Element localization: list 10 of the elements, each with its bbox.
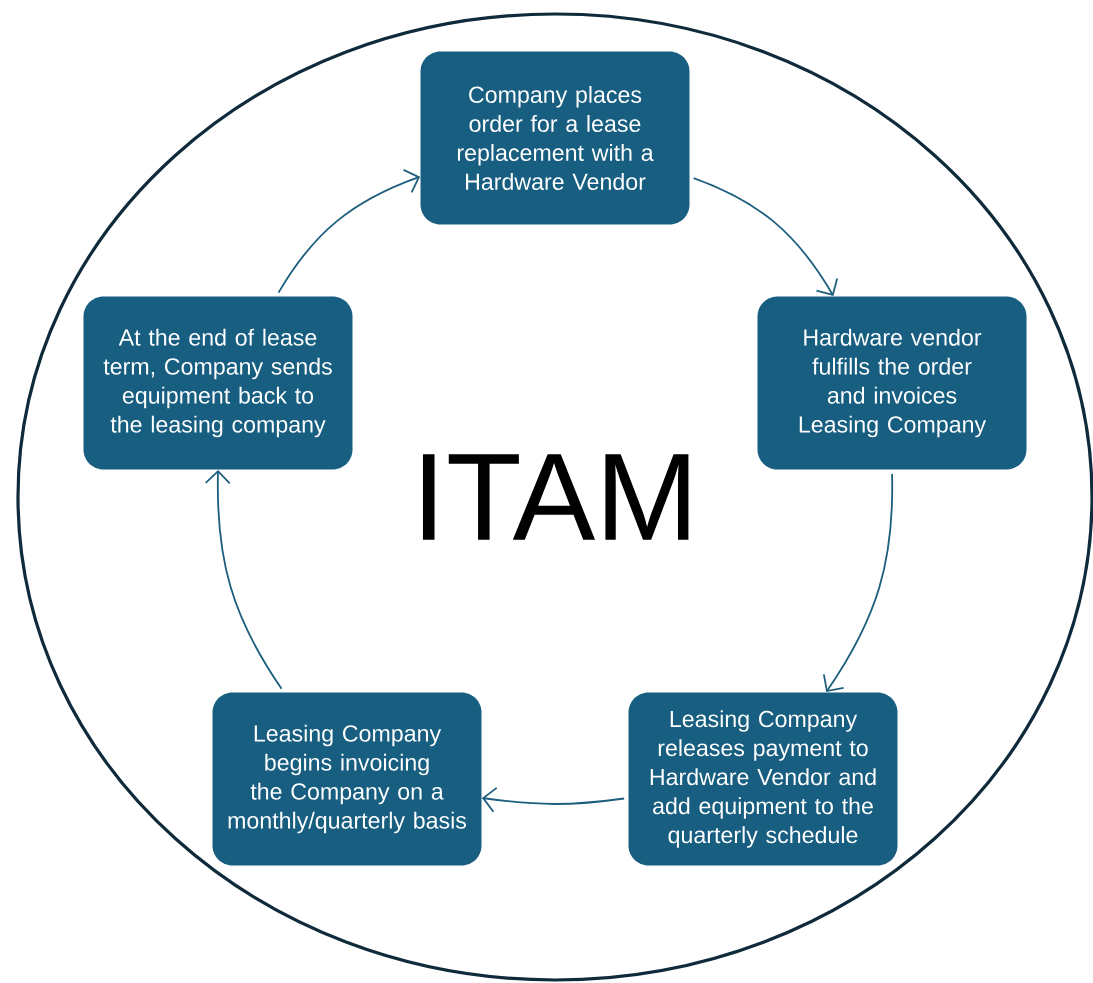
arrow [481,787,626,813]
arrow [822,473,894,693]
arrow [277,169,421,294]
arrow [204,469,283,690]
process-box: Leasing Company begins invoicing the Company on a monthly/quarterly basis [212,692,482,866]
process-box: At the end of lease term, Company sends equipment back to the leasing company [83,296,353,470]
process-box: Hardware vendor fulfills the order and invoices Leasing Company [757,296,1027,470]
process-box: Leasing Company releases payment to Hardware Vendor and add equipment to the quarterly schedule [628,692,898,866]
process-box: Company places order for a lease replacement with a Hardware Vendor [420,51,690,225]
arrow [692,177,839,297]
